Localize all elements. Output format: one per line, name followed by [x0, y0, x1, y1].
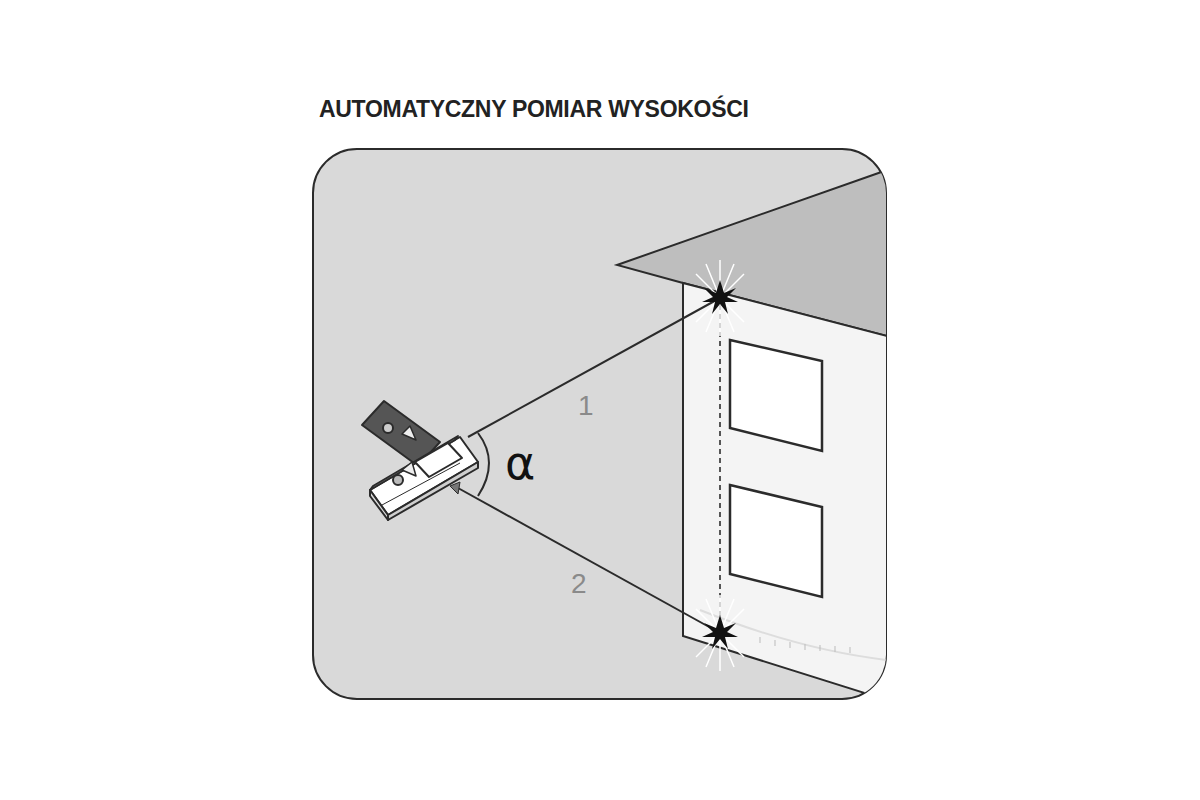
panel [313, 149, 886, 699]
angle-symbol: α [505, 436, 535, 490]
wall [683, 283, 886, 699]
height-line [719, 305, 721, 625]
callout-number: 1 [578, 390, 594, 422]
window [730, 485, 822, 597]
diagram-title: AUTOMATYCZNY POMIAR WYSOKOŚCI [319, 96, 749, 123]
callout-number: 2 [571, 568, 587, 600]
window [730, 340, 822, 451]
laser-spot [696, 260, 744, 336]
laser-meter [362, 401, 478, 520]
laser-beam [468, 298, 720, 437]
laser-spot [696, 595, 744, 671]
laser-beam [458, 488, 720, 633]
angle-arc [478, 433, 489, 496]
